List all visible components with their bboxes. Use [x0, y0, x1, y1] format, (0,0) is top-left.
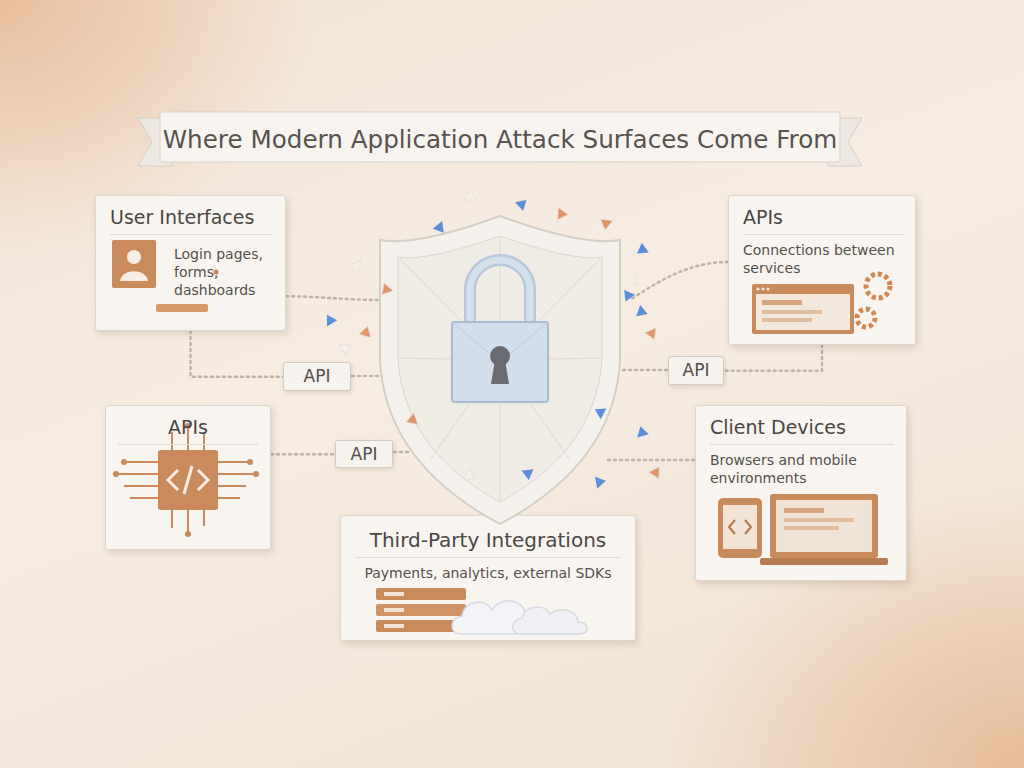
cloud-icons [452, 601, 587, 634]
confetti-piece [464, 190, 476, 200]
confetti-piece [359, 325, 373, 338]
gear-icons [857, 274, 890, 327]
device-icons [718, 494, 888, 565]
card-heading: APIs [118, 416, 258, 445]
server-icon [376, 588, 466, 632]
confetti-piece [349, 259, 361, 273]
confetti-piece [404, 413, 417, 428]
card-heading: Third-Party Integrations [355, 528, 621, 558]
chip-icon [113, 423, 259, 537]
api-tag: API [283, 362, 351, 391]
shield [380, 216, 620, 524]
api-label: API [683, 361, 710, 380]
confetti-piece [595, 475, 607, 489]
confetti-piece [463, 469, 478, 485]
card-heading: Client Devices [710, 416, 894, 445]
padlock [452, 260, 548, 402]
confetti-piece [340, 340, 354, 355]
confetti-piece [433, 221, 449, 236]
card-body: Connections between services [743, 241, 903, 277]
dotted-connector [271, 453, 335, 456]
card-body: Payments, analytics, external SDKs [355, 564, 621, 582]
confetti-piece [515, 196, 530, 212]
api-label: API [304, 367, 331, 386]
confetti-piece [599, 219, 612, 231]
api-label: API [351, 445, 378, 464]
title-banner [138, 112, 862, 166]
surface-card: User InterfacesLogin pages, forms, dashb… [95, 195, 286, 331]
confetti-piece [635, 425, 649, 438]
surface-card: Client DevicesBrowsers and mobile enviro… [695, 405, 907, 581]
surface-card: APIsConnections between services [728, 195, 916, 345]
confetti-piece [378, 283, 394, 298]
confetti-piece [636, 305, 650, 320]
confetti-piece [626, 274, 637, 287]
title-text: Where Modern Application Attack Surfaces… [150, 120, 850, 160]
browser-icon [752, 284, 854, 334]
user-icon [112, 240, 219, 312]
api-tag: API [335, 440, 393, 468]
dotted-connector [724, 345, 822, 371]
surface-card: APIs [105, 405, 271, 550]
confetti-piece [322, 312, 337, 327]
confetti-piece [558, 208, 569, 221]
confetti-piece [649, 464, 664, 479]
confetti-piece [645, 328, 660, 342]
api-tag: API [668, 356, 724, 385]
card-heading: APIs [743, 206, 903, 235]
surface-card: Third-Party IntegrationsPayments, analyt… [340, 515, 636, 641]
dotted-connector [191, 331, 284, 377]
confetti-piece [522, 469, 535, 480]
shield-links [274, 262, 728, 460]
confetti-piece [634, 243, 649, 259]
card-body: Login pages, forms, dashboards [174, 245, 278, 300]
confetti [322, 190, 665, 489]
card-heading: User Interfaces [110, 206, 273, 235]
card-body: Browsers and mobile environments [710, 451, 894, 487]
confetti-piece [620, 290, 635, 304]
confetti-piece [592, 404, 606, 419]
